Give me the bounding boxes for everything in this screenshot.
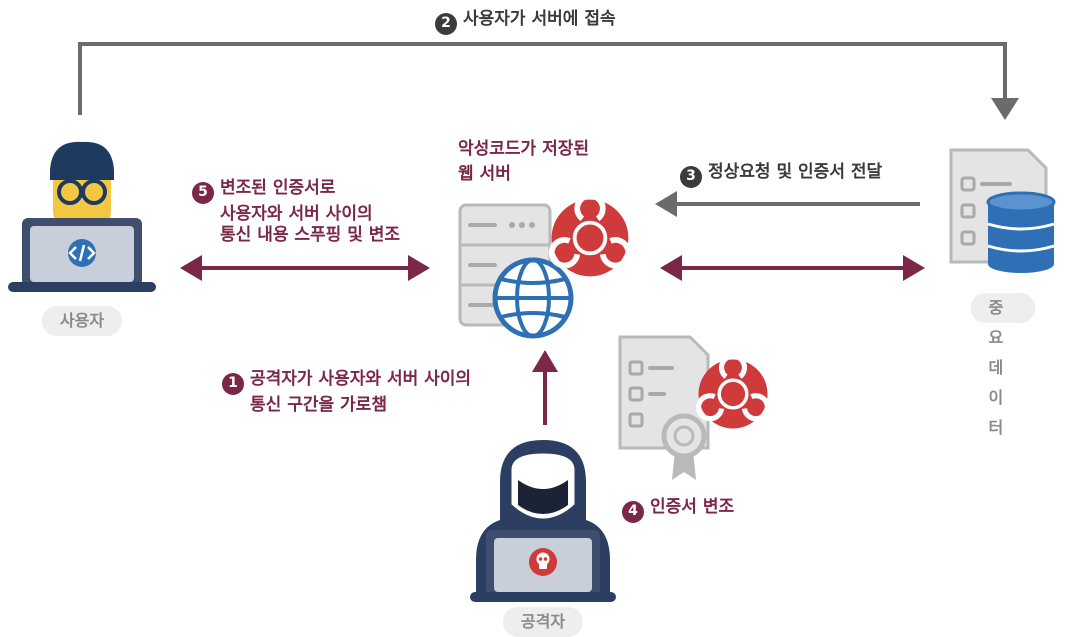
attacker-label: 공격자 [502,607,584,637]
step1-arrowhead [532,350,558,372]
database-icon [986,191,1056,273]
step1-label: 1 공격자가 사용자와 서버 사이의 통신 구간을 가로챔 [222,369,471,416]
server-data-arrowhead-right [903,255,925,281]
code-icon [68,239,96,267]
biohazard-icon [547,196,633,277]
globe-icon [492,257,574,339]
step5-label: 5 변조된 인증서로 사용자와 서버 사이의 통신 내용 스푸핑 및 변조 [192,178,400,246]
user-label: 사용자 [41,306,123,336]
step1-line-2: 통신 구간을 가로챔 [250,394,387,415]
step5-line-1: 변조된 인증서로 [220,178,336,198]
step5-line-2: 사용자와 서버 사이의 [220,203,373,224]
step3-label: 3 정상요청 및 인증서 전달 [680,162,882,188]
important-data-label: 중요데이터 [970,293,1036,437]
developer-user-icon [8,141,156,292]
step2-connection-line [78,42,1007,115]
step1-line-1: 공격자가 사용자와 서버 사이의 [250,369,472,389]
connectors [78,42,1019,425]
step5-arrowhead-left [180,255,202,281]
hooded-hacker-icon [470,440,616,602]
step5-arrowhead-right [408,255,430,281]
step4-number-badge: 4 [622,500,644,523]
server-data-arrowhead-left [660,255,682,281]
server-label-line-2: 웹 서버 [458,163,511,184]
step3-arrowhead [655,191,677,217]
skull-icon [529,548,557,576]
step3-text: 정상요청 및 인증서 전달 [708,162,883,182]
step2-number-badge: 2 [435,12,457,35]
step1-number-badge: 1 [222,372,244,395]
step2-arrowhead [991,98,1019,120]
server-label: 악성코드가 저장된 웹 서버 [458,137,589,186]
step2-text: 사용자가 서버에 접속 [463,9,616,29]
server-label-line-1: 악성코드가 저장된 [458,139,590,159]
step4-text: 인증서 변조 [650,497,735,517]
step5-line-3: 통신 내용 스푸핑 및 변조 [220,225,401,245]
step2-label: 2 사용자가 서버에 접속 [435,9,616,35]
certificate-icon [618,335,710,480]
step5-number-badge: 5 [192,181,214,204]
step4-label: 4 인증서 변조 [622,497,734,523]
step3-number-badge: 3 [680,165,702,188]
